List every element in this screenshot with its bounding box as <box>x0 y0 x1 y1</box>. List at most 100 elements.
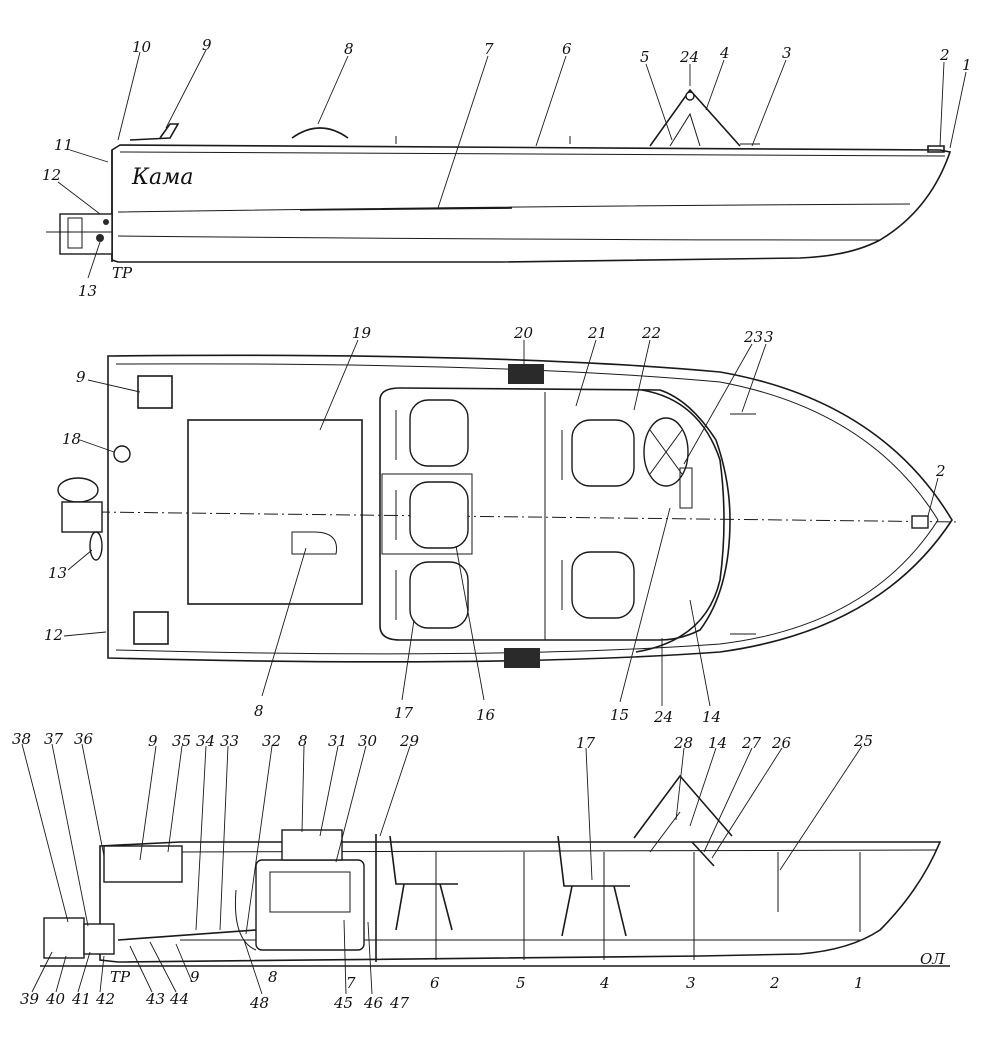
side-label-2: 2 <box>939 46 950 64</box>
plan-label-12: 12 <box>44 626 63 644</box>
plan-label-2: 2 <box>935 462 946 480</box>
side-outboard-motor <box>46 213 113 255</box>
section-label-8b: 8 <box>268 968 278 986</box>
plan-label-9: 9 <box>76 368 86 386</box>
plan-fuel-filler <box>113 445 131 463</box>
plan-label-19: 19 <box>352 324 372 342</box>
side-view: Кама 10 9 8 7 6 5 24 4 3 2 1 11 12 13 ТР <box>42 36 972 300</box>
section-label-45: 45 <box>333 994 353 1012</box>
section-label-48: 48 <box>249 994 269 1012</box>
section-label-14: 14 <box>708 734 727 752</box>
side-bow-fitting <box>927 145 945 153</box>
section-label-6: 6 <box>430 974 440 992</box>
section-label-8: 8 <box>298 732 308 750</box>
plan-windshield-frame <box>635 389 725 653</box>
section-label-32: 32 <box>262 732 281 750</box>
side-hatch-aft <box>129 123 180 141</box>
section-engine <box>234 829 365 951</box>
plan-bow-fitting <box>911 515 929 529</box>
side-label-7: 7 <box>484 40 494 58</box>
plan-label-15: 15 <box>610 706 629 724</box>
section-label-43: 43 <box>145 990 165 1008</box>
section-label-26: 26 <box>771 734 792 752</box>
plan-deck-plate-upper <box>137 375 173 409</box>
plan-deck-plate-lower <box>133 611 169 645</box>
plan-hull-outline <box>107 354 953 663</box>
side-label-3: 3 <box>782 44 792 62</box>
section-label-47: 47 <box>389 994 410 1012</box>
side-windshield <box>649 88 741 147</box>
side-label-6: 6 <box>562 40 572 58</box>
plan-label-16: 16 <box>476 706 496 724</box>
plan-label-24: 24 <box>653 708 673 726</box>
side-spray-rail <box>299 207 513 211</box>
plan-label-20: 20 <box>513 324 534 342</box>
section-label-31: 31 <box>328 732 347 750</box>
section-label-28: 28 <box>673 734 693 752</box>
plan-label-8: 8 <box>254 702 264 720</box>
section-label-4: 4 <box>599 974 610 992</box>
side-label-8: 8 <box>344 40 354 58</box>
plan-label-22: 22 <box>641 324 661 342</box>
plan-label-21: 21 <box>587 324 607 342</box>
section-label-33: 33 <box>220 732 239 750</box>
plan-steering-wheel <box>643 417 693 509</box>
section-label-5: 5 <box>516 974 526 992</box>
section-drive-shaft <box>43 845 257 959</box>
plan-centerline <box>95 511 961 523</box>
plan-label-13: 13 <box>48 564 67 582</box>
section-label-30: 30 <box>358 732 378 750</box>
plan-engine-hatch <box>187 419 363 605</box>
hull-name-lettering: Кама <box>131 165 194 190</box>
side-label-11: 11 <box>54 136 73 154</box>
side-label-5: 5 <box>640 48 650 66</box>
side-label-24: 24 <box>679 48 699 66</box>
section-label-46: 46 <box>363 994 384 1012</box>
plan-seats <box>381 399 635 629</box>
side-cleat-mid <box>395 136 571 144</box>
section-seats <box>389 835 630 937</box>
section-label-7: 7 <box>346 974 356 992</box>
section-label-36: 36 <box>74 730 94 748</box>
section-label-1: 1 <box>854 974 864 992</box>
plan-vent-upper <box>508 364 544 384</box>
section-label-29: 29 <box>399 732 420 750</box>
side-label-9: 9 <box>202 36 212 54</box>
section-label-27: 27 <box>741 734 762 752</box>
plan-label-18: 18 <box>62 430 81 448</box>
plan-outboard-motor <box>57 477 103 561</box>
side-engine-hatch <box>291 127 349 139</box>
section-hull-outline <box>99 841 942 963</box>
plan-deck-edge <box>115 363 939 655</box>
section-frames <box>375 834 861 962</box>
plan-label-14: 14 <box>702 708 721 726</box>
section-label-25: 25 <box>853 732 873 750</box>
side-label-1: 1 <box>962 56 972 74</box>
plan-vent-lower <box>504 648 540 668</box>
plan-view: 19 20 21 22 23 3 9 18 2 13 12 8 17 16 15… <box>44 324 961 726</box>
side-sheer-line <box>119 151 946 157</box>
section-view: ОЛ 38 37 36 9 35 34 33 32 8 31 30 29 17 … <box>12 730 950 1012</box>
section-label-3: 3 <box>686 974 696 992</box>
section-label-35: 35 <box>172 732 191 750</box>
plan-label-23: 23 <box>743 328 763 346</box>
section-label-9b: 9 <box>190 968 200 986</box>
side-rubbing-strake <box>117 203 911 213</box>
section-label-39: 39 <box>20 990 40 1008</box>
side-label-12: 12 <box>42 166 61 184</box>
side-label-tr: ТР <box>112 264 133 282</box>
side-label-4: 4 <box>719 44 730 62</box>
section-label-44: 44 <box>169 990 189 1008</box>
section-label-17: 17 <box>576 734 596 752</box>
side-label-10: 10 <box>132 38 152 56</box>
section-label-9: 9 <box>148 732 158 750</box>
plan-label-17: 17 <box>394 704 414 722</box>
plan-label-3: 3 <box>764 328 774 346</box>
side-label-13: 13 <box>78 282 97 300</box>
plan-cockpit-outline <box>379 387 731 641</box>
side-chine-line <box>117 235 881 241</box>
side-hull-outline <box>111 144 952 263</box>
section-windshield <box>633 774 733 867</box>
section-label-34: 34 <box>196 732 215 750</box>
